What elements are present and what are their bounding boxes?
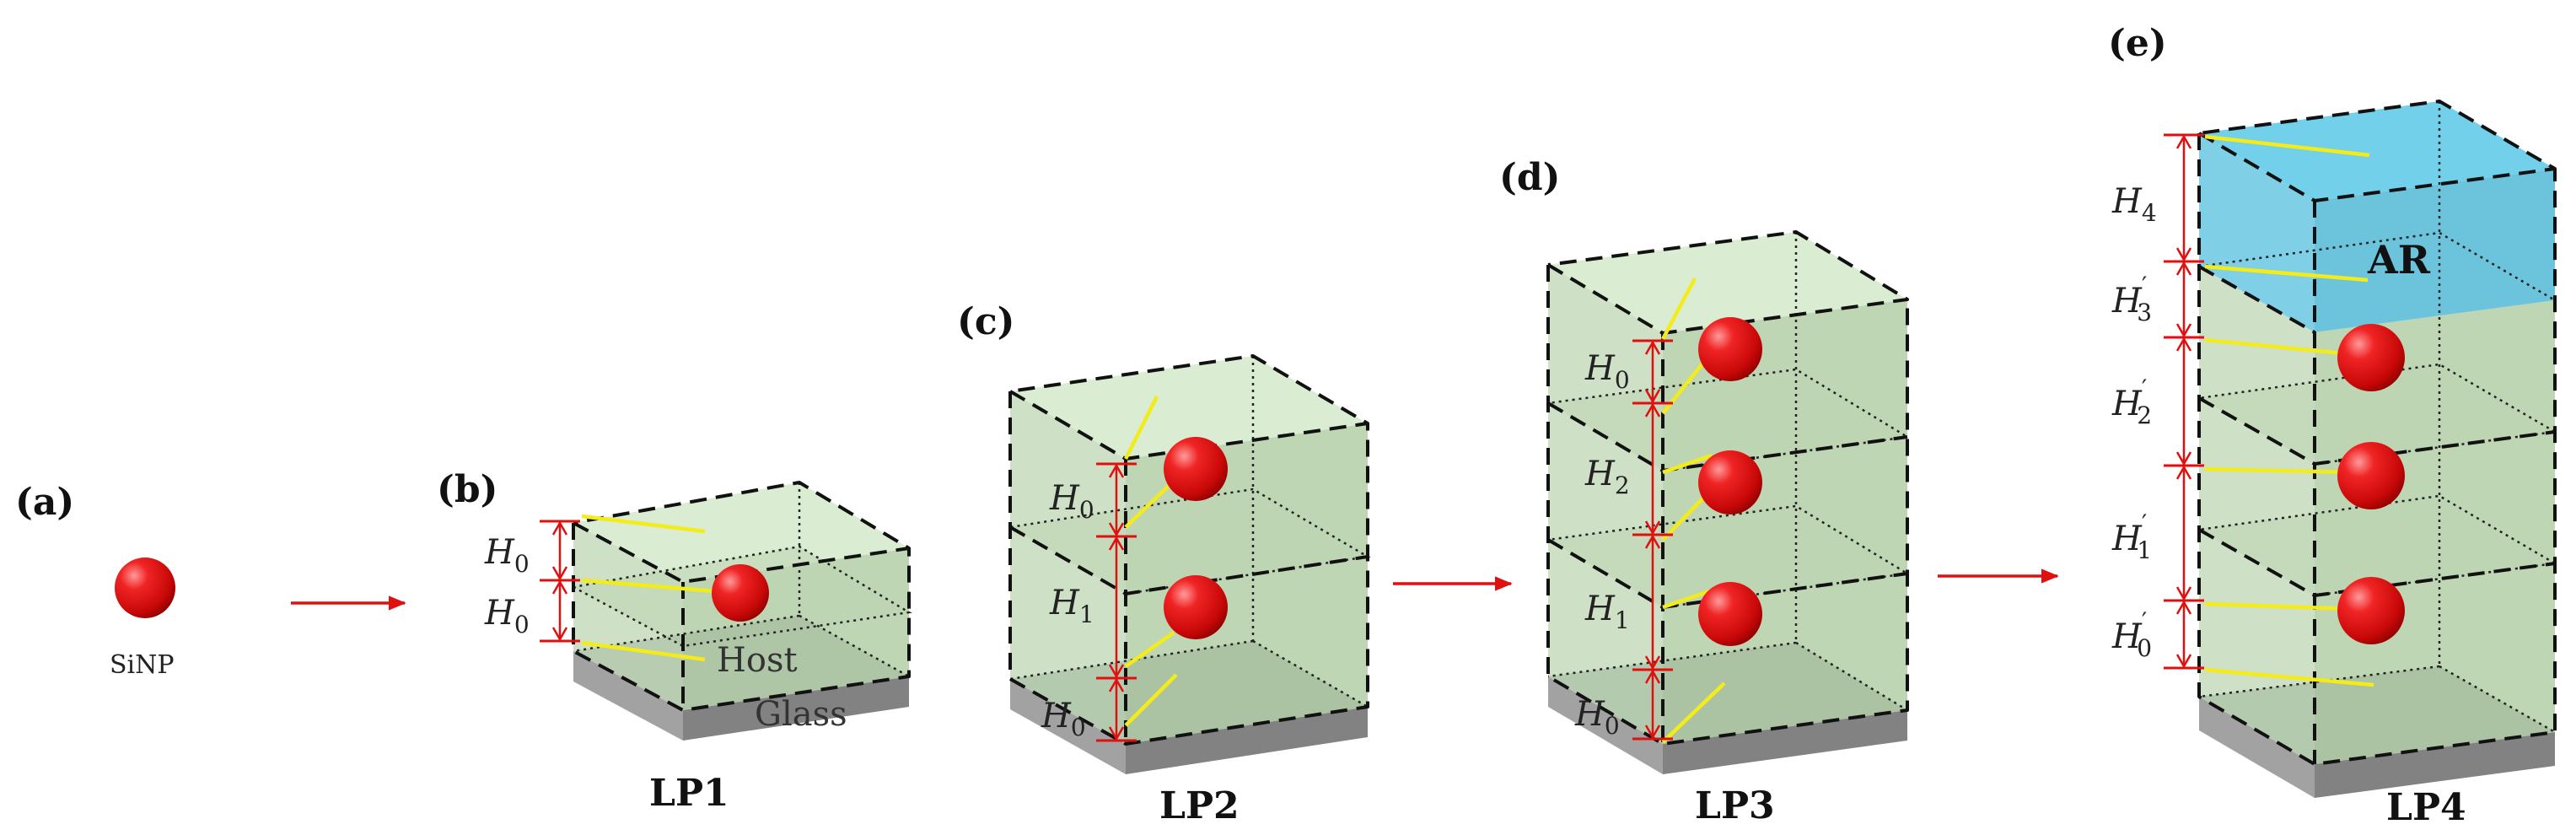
glass-substrate (1010, 679, 1368, 774)
nanoparticle-top-icon (2337, 324, 2405, 391)
nanoparticle-top-icon (1164, 437, 1228, 501)
glass-label: Glass (755, 695, 847, 734)
panel-d: (d) (1499, 156, 1911, 827)
host-block (1010, 356, 1368, 744)
lp1-height-dimensions: H0 H0 (484, 520, 580, 643)
lp4-height-dimensions: H4 H′3 H′2 H′1 H′0 (2111, 133, 2204, 670)
panel-b-letter: (b) (437, 468, 497, 511)
panel-e-letter: (e) (2108, 22, 2167, 65)
nanoparticle-bottom-icon (1164, 575, 1228, 639)
lp2-h0-lower: H0 (1041, 697, 1086, 741)
panel-e: (e) (2108, 22, 2558, 829)
lp4-label: LP4 (2386, 786, 2466, 829)
sinp-label: SiNP (110, 650, 175, 680)
glass-substrate (1548, 676, 1907, 774)
ar-coating-layer (2199, 101, 2555, 332)
host-label: Host (717, 641, 798, 680)
lp4-h2-prime: H′2 (2111, 374, 2152, 429)
lp3-h0-lower: H0 (1574, 695, 1620, 740)
nanoparticle-middle-icon (1698, 450, 1762, 514)
glass-substrate (573, 651, 909, 741)
lp3-label: LP3 (1695, 784, 1775, 827)
nanoparticle-bottom-icon (2337, 577, 2405, 644)
ar-label: AR (2367, 237, 2431, 283)
panel-c: (c) (957, 300, 1371, 827)
host-block (2199, 267, 2555, 764)
lp1-h0-lower: H0 (484, 594, 530, 638)
lp3-h2: H2 (1584, 455, 1630, 499)
panel-b: (b) (437, 468, 912, 815)
silicon-nanoparticle-icon (115, 558, 175, 618)
lp4-h3-prime: H′3 (2111, 272, 2152, 326)
nanoparticle-icon (712, 564, 769, 622)
lp3-height-dimensions: H0 H2 H1 H0 (1574, 339, 1673, 741)
nanoparticle-bottom-icon (1698, 582, 1762, 646)
panel-a: (a) SiNP (15, 481, 175, 680)
lp4-h0-prime: H′0 (2111, 607, 2152, 662)
host-block (573, 482, 909, 710)
lp3-h1: H1 (1584, 590, 1630, 634)
lp2-h1: H1 (1049, 584, 1094, 628)
nanoparticle-middle-icon (2337, 442, 2405, 509)
lp3-h0-upper: H0 (1584, 349, 1630, 394)
lp2-h0-upper: H0 (1049, 479, 1094, 524)
lp4-h1-prime: H′1 (2111, 509, 2152, 564)
lp1-label: LP1 (649, 772, 729, 815)
nanoparticle-top-icon (1698, 317, 1762, 381)
host-block (1548, 232, 1907, 744)
glass-substrate (2199, 697, 2555, 798)
panel-c-letter: (c) (957, 300, 1014, 343)
lp2-label: LP2 (1159, 784, 1240, 827)
lp4-h4: H4 (2111, 182, 2157, 227)
panel-a-letter: (a) (15, 481, 74, 524)
lp2-height-dimensions: H0 H1 H0 (1041, 462, 1137, 742)
lp1-h0-upper: H0 (484, 533, 530, 578)
panel-d-letter: (d) (1499, 156, 1560, 199)
